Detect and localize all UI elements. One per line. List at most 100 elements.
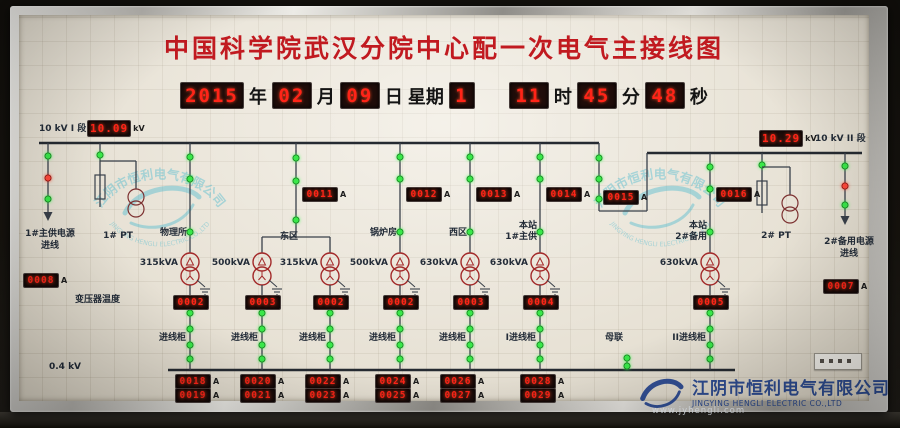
bus-tie-ammeter-value: 0015: [603, 190, 639, 205]
transformer-temp: 0003: [245, 295, 281, 310]
temperature-row-label: 变压器温度: [75, 295, 121, 305]
mimic-board: 江阴市恒利电气有限公司 JINGYING HENGLI ELECTRIC CO.…: [19, 15, 874, 403]
company-logo: 江阴市恒利电气有限公司 JINGYING HENGLI ELECTRIC CO.…: [636, 370, 890, 412]
cabinet-label: 进线柜: [368, 333, 396, 343]
hv-bus2-voltage-unit: kV: [805, 134, 817, 143]
incoming2-current: 0007 A: [823, 279, 867, 294]
pt2-label: 2# PT: [761, 231, 791, 241]
lv-meter-unit: A: [278, 391, 285, 400]
transformer-temp-value: 0005: [693, 295, 729, 310]
transformer-kva: 500kVA: [211, 258, 250, 268]
incoming2-current-unit: A: [861, 282, 868, 291]
cabinet-label: 进线柜: [158, 333, 186, 343]
watermark-left: 江阴市恒利电气有限公司 JINGYING HENGLI ELECTRIC CO.…: [85, 143, 235, 263]
clock-minute: 45: [576, 82, 617, 109]
company-name-block: 江阴市恒利电气有限公司 JINGYING HENGLI ELECTRIC CO.…: [692, 374, 890, 408]
clock-day-label: 日: [384, 86, 403, 108]
transformer-temp-value: 0002: [173, 295, 209, 310]
transformer-temp-value: 0002: [313, 295, 349, 310]
cabinet-label: 进线柜: [438, 333, 466, 343]
lv-meter-unit: A: [413, 391, 420, 400]
transformer-temp-value: 0003: [453, 295, 489, 310]
feeder-ammeter-value: 0016: [716, 187, 752, 202]
hv-bus1-voltage-value: 10.09: [87, 120, 132, 137]
clock-month: 02: [271, 82, 312, 109]
lv-meter-value: 0018: [175, 374, 211, 389]
company-name-cn: 江阴市恒利电气有限公司: [692, 379, 890, 399]
bus-tie-ammeter-unit: A: [641, 193, 648, 202]
lv-meter-value: 0019: [175, 388, 211, 403]
clock-day: 09: [339, 82, 380, 109]
transformer-temp-value: 0004: [523, 295, 559, 310]
lv-meter-unit: A: [213, 377, 220, 386]
transformer-temp: 0002: [313, 295, 349, 310]
board-title: 中国科学院武汉分院中心配一次电气主接线图: [163, 34, 724, 63]
feeder-ammeter-unit: A: [514, 190, 521, 199]
lv-meter-value: 0024: [375, 374, 411, 389]
company-logo-icon: [640, 378, 684, 408]
feeder-name: 2#备用: [675, 232, 707, 242]
clock: 2015 年 02 月 09 日 星期 1 11 时 45 分 48 秒: [19, 82, 869, 109]
lv-meter-value: 0028: [520, 374, 556, 389]
lv-meter-value: 0027: [440, 388, 476, 403]
lv-meter-unit: A: [278, 377, 285, 386]
incoming2-current-value: 0007: [823, 279, 859, 294]
clock-second-label: 秒: [689, 86, 708, 108]
lv-meter-value: 0020: [240, 374, 276, 389]
incoming1-current-unit: A: [61, 276, 68, 285]
transformer-temp: 0004: [523, 295, 559, 310]
transformer-temp: 0003: [453, 295, 489, 310]
lv-meter-unit: A: [478, 391, 485, 400]
hv-bus1-voltage-unit: kV: [133, 124, 145, 133]
feeder-name: 东区: [279, 232, 299, 242]
lv-meter-unit: A: [343, 391, 350, 400]
transformer-kva: 630kVA: [659, 258, 698, 268]
feeder-ammeter-unit: A: [754, 190, 761, 199]
lv-meter-unit: A: [413, 377, 420, 386]
clock-month-label: 月: [316, 86, 335, 108]
feeder-ammeter-unit: A: [340, 190, 347, 199]
transformer-kva: 315kVA: [279, 258, 318, 268]
hv-bus2-voltage-value: 10.29: [759, 130, 804, 147]
clock-year-label: 年: [248, 86, 267, 108]
feeder-ammeter-value: 0011: [302, 187, 338, 202]
cabinet-label: II进线柜: [672, 333, 706, 343]
cabinet-label: 进线柜: [298, 333, 326, 343]
clock-hour: 11: [508, 82, 549, 109]
cabinet-label: I进线柜: [505, 333, 536, 343]
watermark-logo-icon: 江阴市恒利电气有限公司 JINGYING HENGLI ELECTRIC CO.…: [91, 166, 228, 248]
company-website: www.jyhengli.com: [652, 406, 746, 416]
transformer-kva: 500kVA: [349, 258, 388, 268]
company-name-en: JINGYING HENGLI ELECTRIC CO.,LTD: [692, 399, 843, 408]
clock-hour-label: 时: [553, 86, 572, 108]
incoming1-name-line1: 1#主供电源: [25, 229, 75, 239]
lv-meter-value: 0025: [375, 388, 411, 403]
lv-meter-value: 0023: [305, 388, 341, 403]
pt1-label: 1# PT: [103, 231, 133, 241]
transformer-kva: 630kVA: [419, 258, 458, 268]
clock-minute-label: 分: [621, 86, 640, 108]
feeder-name: 本站: [688, 221, 707, 231]
feeder-ammeter-unit: A: [584, 190, 591, 199]
lv-meter-unit: A: [478, 377, 485, 386]
lv-bus-label: 0.4 kV: [49, 362, 82, 372]
hv-bus1-label: 10 kV I 段: [39, 124, 87, 134]
feeder-ammeter-value: 0014: [546, 187, 582, 202]
transformer-temp: 0002: [383, 295, 419, 310]
clock-second: 48: [644, 82, 685, 109]
lv-meter-unit: A: [343, 377, 350, 386]
feeder-ammeter-value: 0012: [406, 187, 442, 202]
